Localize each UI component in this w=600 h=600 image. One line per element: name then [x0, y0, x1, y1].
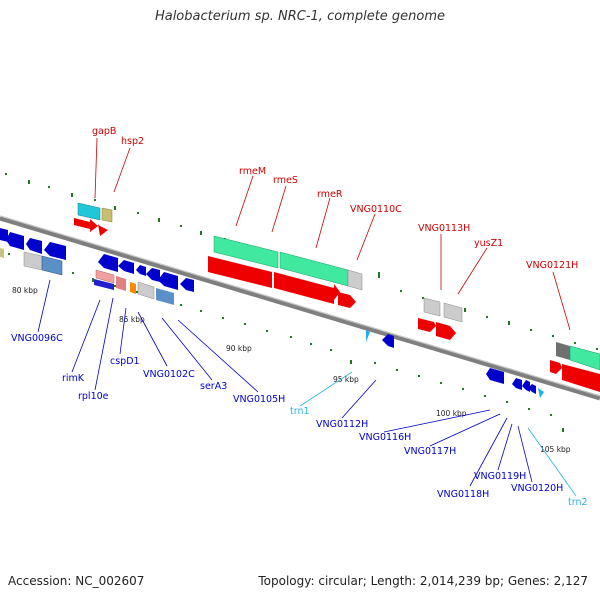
label-cspD1: cspD1 — [110, 356, 140, 367]
scale-label-95: 95 kbp — [333, 375, 359, 384]
gene-rmeM-rmeS[interactable] — [213, 235, 349, 287]
label-rimK: rimK — [62, 373, 85, 384]
label-VNG0116H: VNG0116H — [359, 432, 411, 443]
gene-VNG0116-0120[interactable] — [486, 368, 544, 398]
label-rpl10e: rpl10e — [78, 391, 109, 402]
upper-leader-lines — [94, 137, 571, 331]
label-trn1: trn1 — [290, 406, 310, 417]
label-hsp2: hsp2 — [121, 136, 144, 147]
gene-lower-mid-blue[interactable] — [98, 254, 194, 292]
gene-hsp2[interactable] — [101, 207, 113, 223]
gene-lower-left-blue[interactable] — [0, 228, 66, 260]
label-rmeS: rmeS — [273, 175, 298, 186]
lower-leader-lines — [37, 279, 533, 487]
gene-rmeR-gray[interactable] — [347, 269, 363, 291]
gene-trn1-arrow[interactable] — [366, 330, 370, 342]
gene-VNG0121H[interactable] — [550, 342, 600, 392]
scale-label-90: 90 kbp — [226, 344, 252, 353]
label-VNG0105H: VNG0105H — [233, 394, 285, 405]
map-title: Halobacterium sp. NRC-1, complete genome — [154, 9, 446, 24]
gene-lower-left-grey[interactable] — [0, 248, 63, 276]
gene-rme-red-arrows[interactable] — [208, 256, 356, 308]
label-VNG0119H: VNG0119H — [474, 471, 526, 482]
scale-label-85: 85 kbp — [119, 315, 145, 324]
label-VNG0113H: VNG0113H — [418, 223, 470, 234]
genome-backbone — [0, 215, 600, 401]
scale-label-80: 80 kbp — [12, 286, 38, 295]
label-rmeR: rmeR — [317, 189, 343, 200]
trna-leader-lines — [299, 371, 577, 497]
gene-gapB[interactable] — [77, 202, 101, 221]
label-VNG0120H: VNG0120H — [511, 483, 563, 494]
label-VNG0102C: VNG0102C — [143, 369, 195, 380]
label-VNG0110C: VNG0110C — [350, 204, 402, 215]
label-trn2: trn2 — [568, 497, 588, 508]
label-rmeM: rmeM — [239, 166, 266, 177]
gene-upper-arrows-1[interactable] — [74, 218, 108, 236]
gene-VNG0113H[interactable] — [418, 297, 463, 340]
scale-label-105: 105 kbp — [540, 445, 571, 454]
label-serA3: serA3 — [200, 381, 227, 392]
label-VNG0096C: VNG0096C — [11, 333, 63, 344]
accession-text: Accession: NC_002607 — [8, 574, 145, 588]
label-VNG0117H: VNG0117H — [404, 446, 456, 457]
genome-backbone-highlight — [0, 215, 600, 397]
gene-VNG0112H-arrow[interactable] — [382, 334, 394, 348]
genome-summary-text: Topology: circular; Length: 2,014,239 bp… — [258, 574, 588, 588]
label-VNG0112H: VNG0112H — [316, 419, 368, 430]
label-gapB: gapB — [92, 126, 116, 137]
label-VNG0118H: VNG0118H — [437, 489, 489, 500]
label-yusZ1: yusZ1 — [474, 238, 503, 249]
label-VNG0121H: VNG0121H — [526, 260, 578, 271]
scale-label-100: 100 kbp — [436, 409, 467, 418]
gene-lower-mid-boxes[interactable] — [94, 269, 174, 305]
